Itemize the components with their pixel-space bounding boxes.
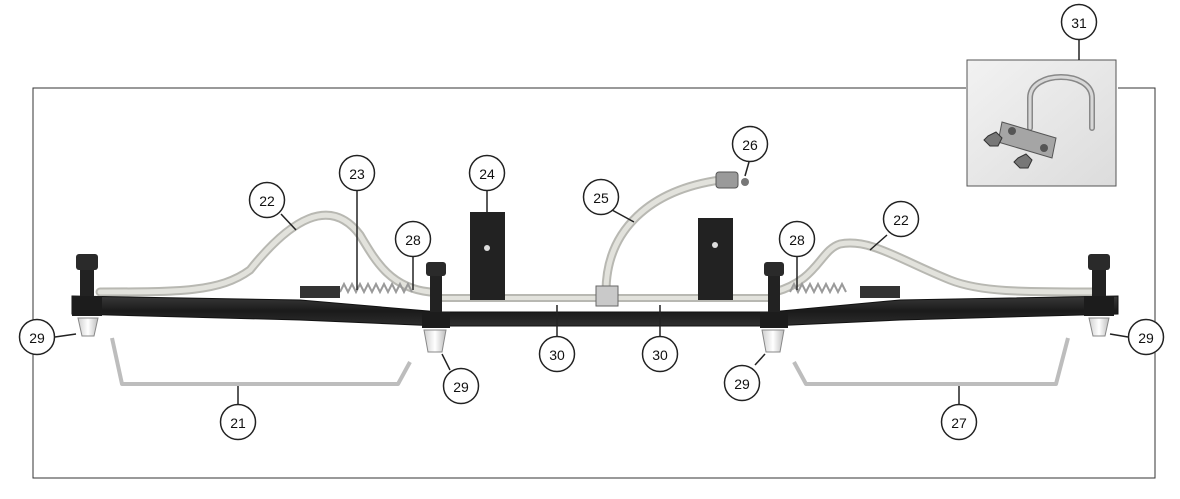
diagram-frame — [32, 87, 1156, 479]
callout-label-30-right: 30 — [652, 347, 668, 363]
callout-29-right-end: 29 — [1127, 318, 1165, 356]
callout-24: 24 — [468, 154, 506, 192]
callout-29-center-right: 29 — [723, 364, 761, 402]
inset-hardware — [966, 59, 1117, 187]
callout-label-31: 31 — [1071, 15, 1087, 31]
callout-label-29-right-end: 29 — [1138, 330, 1154, 346]
callout-29-center-left: 29 — [442, 367, 480, 405]
bracket-27 — [792, 337, 1070, 386]
callout-label-29-center-right: 29 — [734, 376, 750, 392]
callout-label-26: 26 — [742, 137, 758, 153]
springs — [339, 281, 847, 295]
callout-label-22-left: 22 — [259, 193, 275, 209]
callout-28-right: 28 — [778, 220, 816, 258]
callout-27: 27 — [940, 403, 978, 441]
callout-label-28-right: 28 — [789, 232, 805, 248]
callout-31: 31 — [1060, 3, 1098, 41]
callout-label-29-left-end: 29 — [29, 330, 45, 346]
callout-30-left: 30 — [538, 335, 576, 373]
callout-26: 26 — [731, 125, 769, 163]
callout-30-right: 30 — [641, 335, 679, 373]
hose-clamp — [715, 171, 749, 189]
callout-25: 25 — [582, 178, 620, 216]
callout-label-22-right: 22 — [893, 212, 909, 228]
leader-lines — [54, 40, 1129, 404]
callout-label-29-center-left: 29 — [453, 379, 469, 395]
callout-23: 23 — [338, 154, 376, 192]
callout-21: 21 — [219, 403, 257, 441]
mounting-brackets — [470, 212, 733, 300]
callout-22-left: 22 — [248, 181, 286, 219]
nozzle-bodies — [72, 254, 1114, 353]
boom-bar — [71, 285, 1119, 327]
callout-label-25: 25 — [593, 190, 609, 206]
callout-label-27: 27 — [951, 415, 967, 431]
callout-29-left-end: 29 — [18, 318, 56, 356]
callouts: 21 22 22 23 24 25 26 27 28 28 29 29 29 2… — [18, 3, 1165, 441]
callout-label-21: 21 — [230, 415, 246, 431]
callout-label-24: 24 — [479, 166, 495, 182]
callout-label-28-left: 28 — [405, 232, 421, 248]
callout-label-23: 23 — [349, 166, 365, 182]
callout-22-right: 22 — [882, 200, 920, 238]
callout-label-30-left: 30 — [549, 347, 565, 363]
callout-28-left: 28 — [394, 220, 432, 258]
bracket-21 — [110, 337, 412, 386]
